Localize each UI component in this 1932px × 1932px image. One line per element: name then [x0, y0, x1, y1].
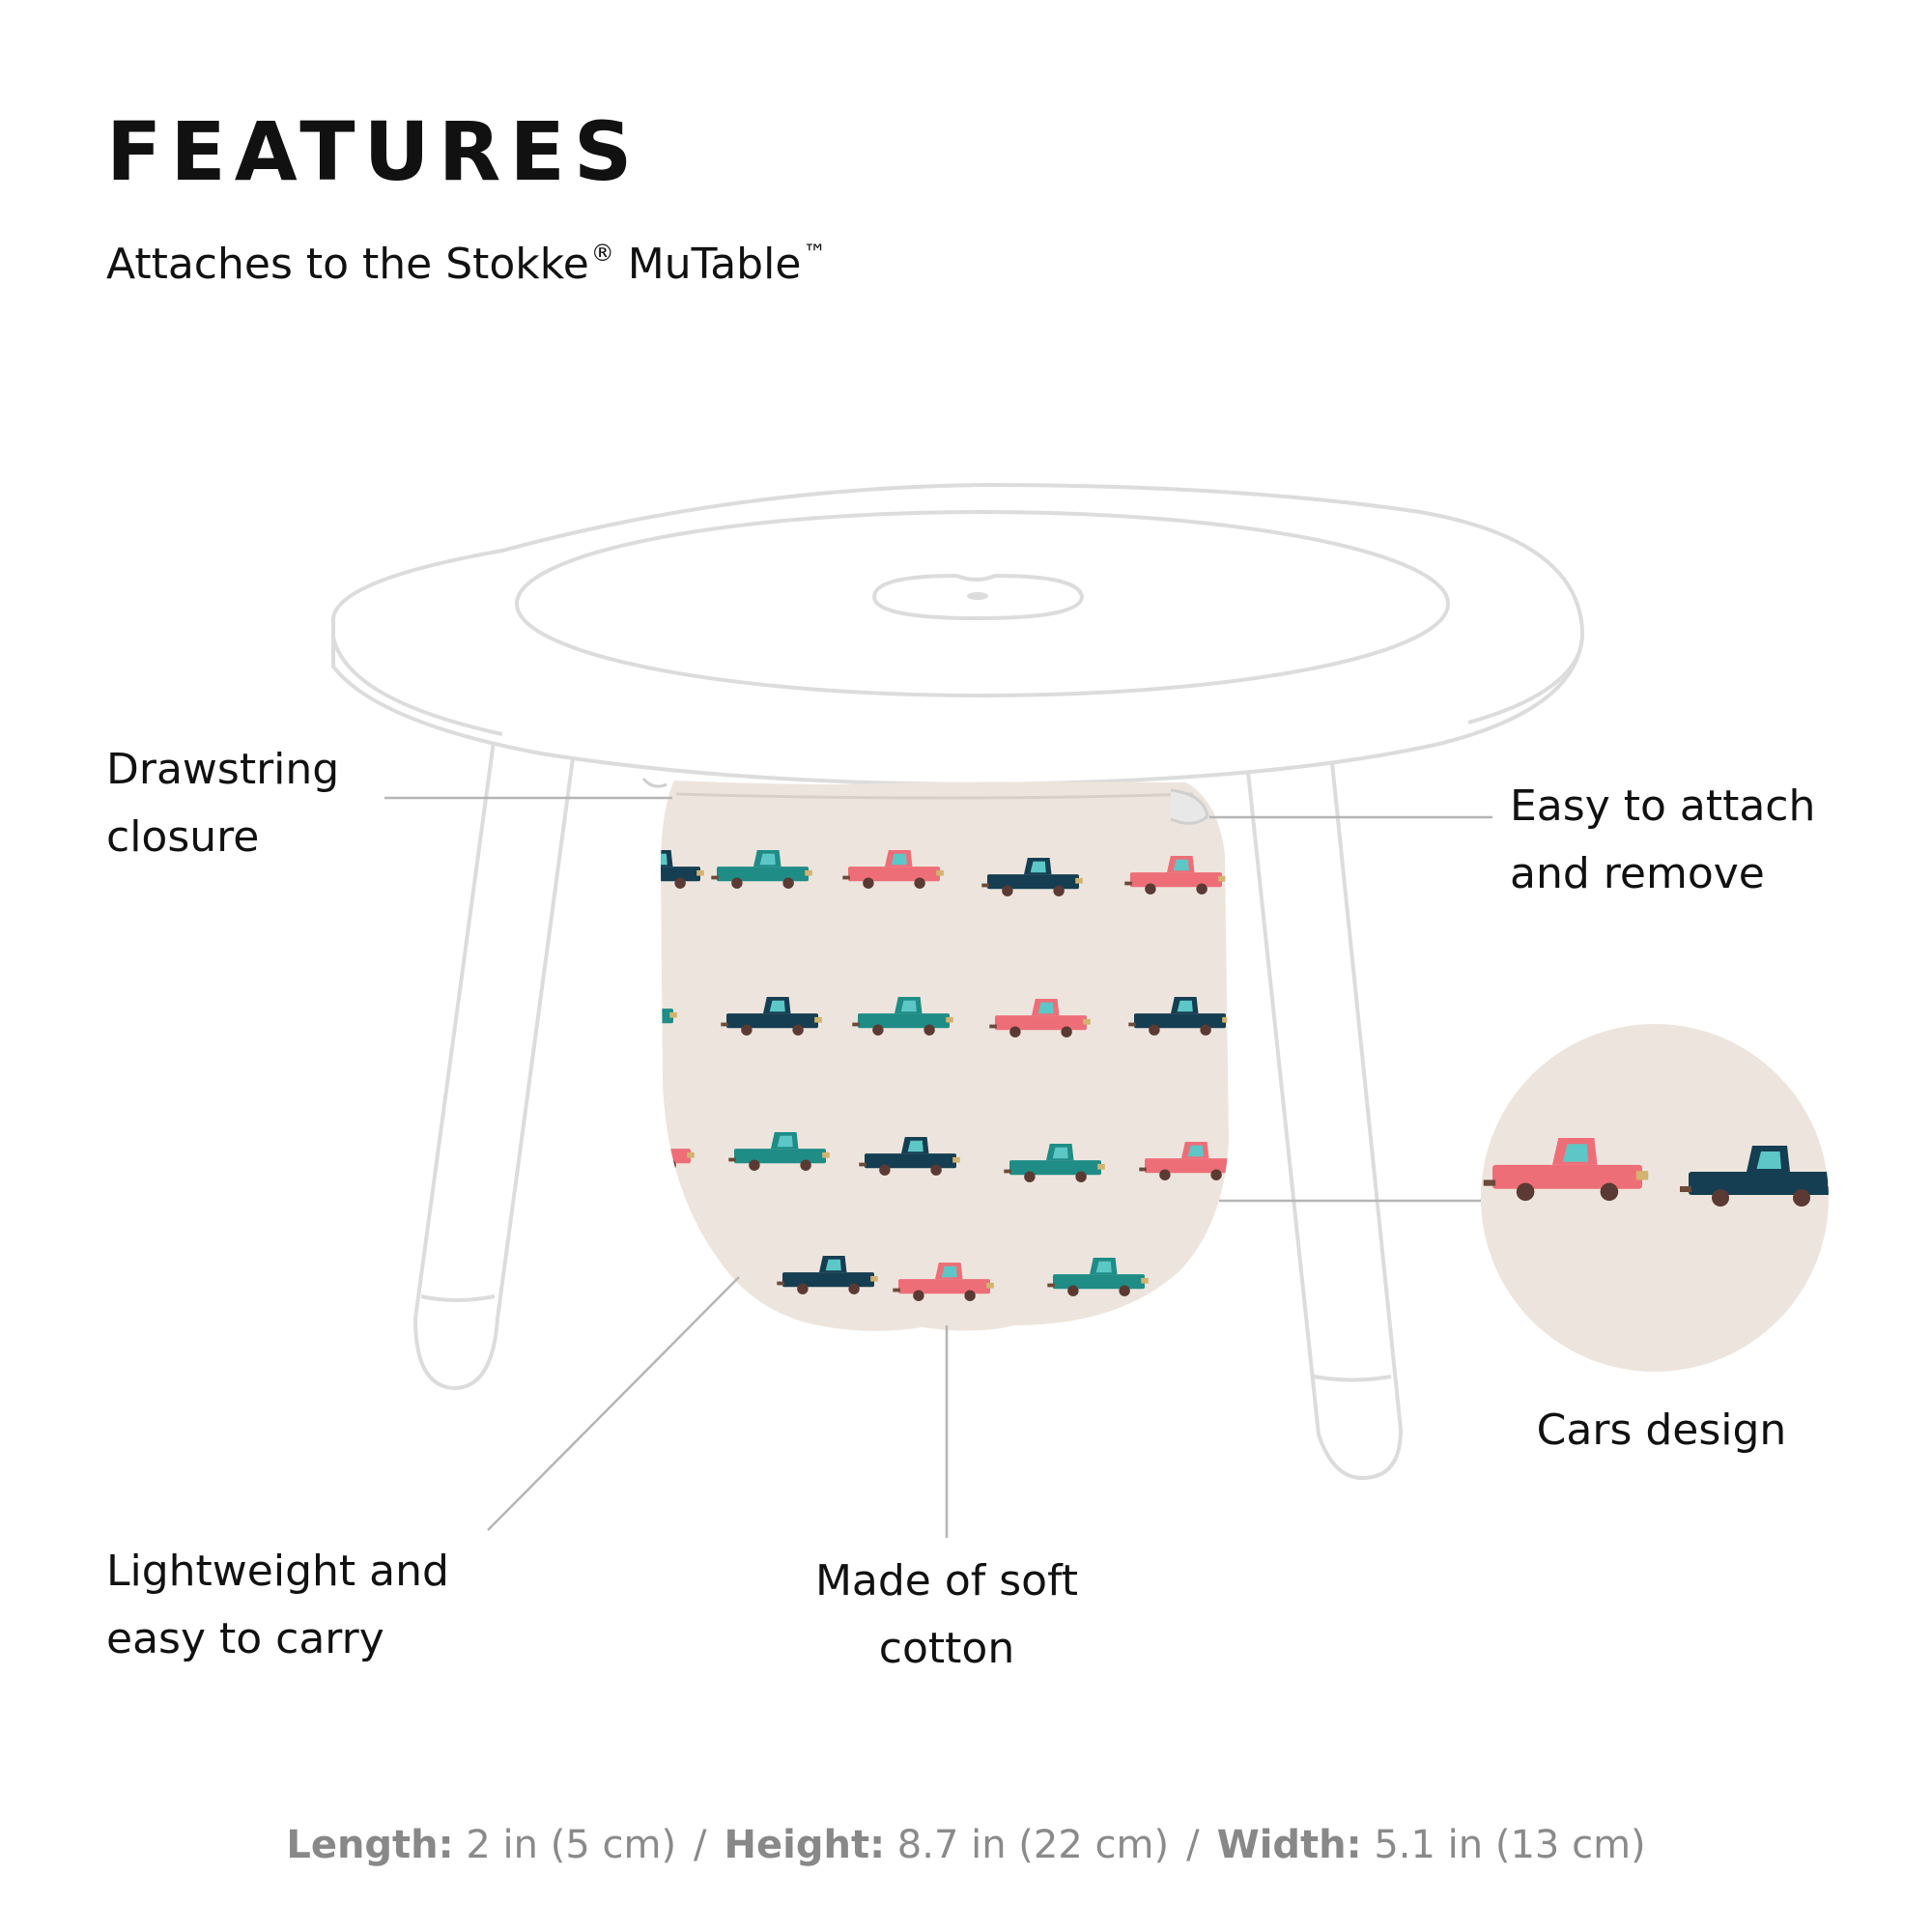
width-value: 5.1 in (13 cm)	[1361, 1823, 1646, 1867]
callout-attach-line2: and remove	[1510, 849, 1765, 898]
callout-cars-line1: Cars design	[1536, 1406, 1787, 1455]
length-value: 2 in (5 cm)	[453, 1823, 677, 1867]
subtitle-product: MuTable	[613, 240, 802, 289]
car-icon	[842, 850, 944, 889]
car-icon	[1680, 1146, 1829, 1207]
height-value: 8.7 in (22 cm)	[885, 1823, 1170, 1867]
car-icon	[852, 997, 953, 1036]
width-label: Width:	[1216, 1823, 1362, 1867]
car-icon	[728, 1132, 830, 1171]
leader-lightweight	[487, 1276, 740, 1531]
cars-design-zoom-circle	[1481, 1024, 1829, 1372]
car-icon	[989, 999, 1091, 1037]
registered-mark: ®	[590, 240, 614, 267]
table-top-edge-right	[1467, 648, 1582, 724]
table-inner-rim	[515, 510, 1450, 697]
length-label: Length:	[286, 1823, 454, 1867]
callout-lightweight-line2: easy to carry	[106, 1614, 384, 1663]
car-icon	[661, 850, 704, 889]
subtitle-text: Attaches to the Stokke	[106, 240, 589, 289]
car-icon	[711, 850, 812, 889]
table-outline-illustration	[331, 482, 1585, 1481]
callout-soft-cotton: Made of soft cotton	[753, 1548, 1140, 1683]
callout-lightweight-line1: Lightweight and	[106, 1547, 449, 1596]
dimension-separator: /	[694, 1823, 707, 1867]
callout-drawstring-line1: Drawstring	[106, 745, 340, 794]
height-label: Height:	[724, 1823, 886, 1867]
callout-leader-lines	[384, 796, 1492, 1538]
callout-easy-attach: Easy to attach and remove	[1510, 773, 1815, 908]
table-leg-front-left-cap	[420, 1294, 496, 1302]
table-center-hub	[871, 573, 1085, 621]
dimension-separator: /	[1186, 1823, 1200, 1867]
car-icon	[981, 858, 1083, 896]
car-icon	[1483, 1138, 1649, 1202]
callout-drawstring-line2: closure	[106, 812, 260, 862]
trademark-mark: ™	[803, 240, 827, 267]
car-icon	[1004, 1144, 1105, 1182]
page-subtitle: Attaches to the Stokke® MuTable™	[106, 240, 826, 291]
callout-attach-line1: Easy to attach	[1510, 781, 1816, 831]
zoom-car-pattern	[1483, 1138, 1829, 1207]
car-icon	[1047, 1258, 1149, 1296]
callout-lightweight: Lightweight and easy to carry	[106, 1538, 449, 1673]
car-icon	[1124, 856, 1226, 895]
car-icon	[1139, 1142, 1229, 1180]
car-icon	[893, 1263, 994, 1301]
product-dimensions: Length: 2 in (5 cm) / Height: 8.7 in (22 c…	[0, 1822, 1932, 1868]
car-icon	[859, 1137, 960, 1176]
callout-drawstring-closure: Drawstring closure	[106, 736, 339, 871]
table-leg-front-left	[412, 733, 577, 1391]
table-leg-back-right-cap	[1313, 1375, 1392, 1382]
car-icon	[661, 1009, 677, 1024]
callout-cotton-line1: Made of soft	[814, 1556, 1079, 1605]
page-title: FEATURES	[106, 104, 641, 199]
storage-bag-illustration	[641, 777, 1229, 1331]
table-top	[331, 482, 1585, 787]
bag-car-pattern	[661, 850, 1229, 1301]
car-icon	[1128, 997, 1229, 1036]
car-icon	[721, 997, 822, 1036]
callout-cars-design: Cars design	[1488, 1397, 1835, 1464]
table-top-edge	[331, 637, 503, 736]
car-icon	[777, 1256, 878, 1294]
table-leg-back-right	[1244, 753, 1404, 1481]
callout-cotton-line2: cotton	[878, 1624, 1015, 1673]
